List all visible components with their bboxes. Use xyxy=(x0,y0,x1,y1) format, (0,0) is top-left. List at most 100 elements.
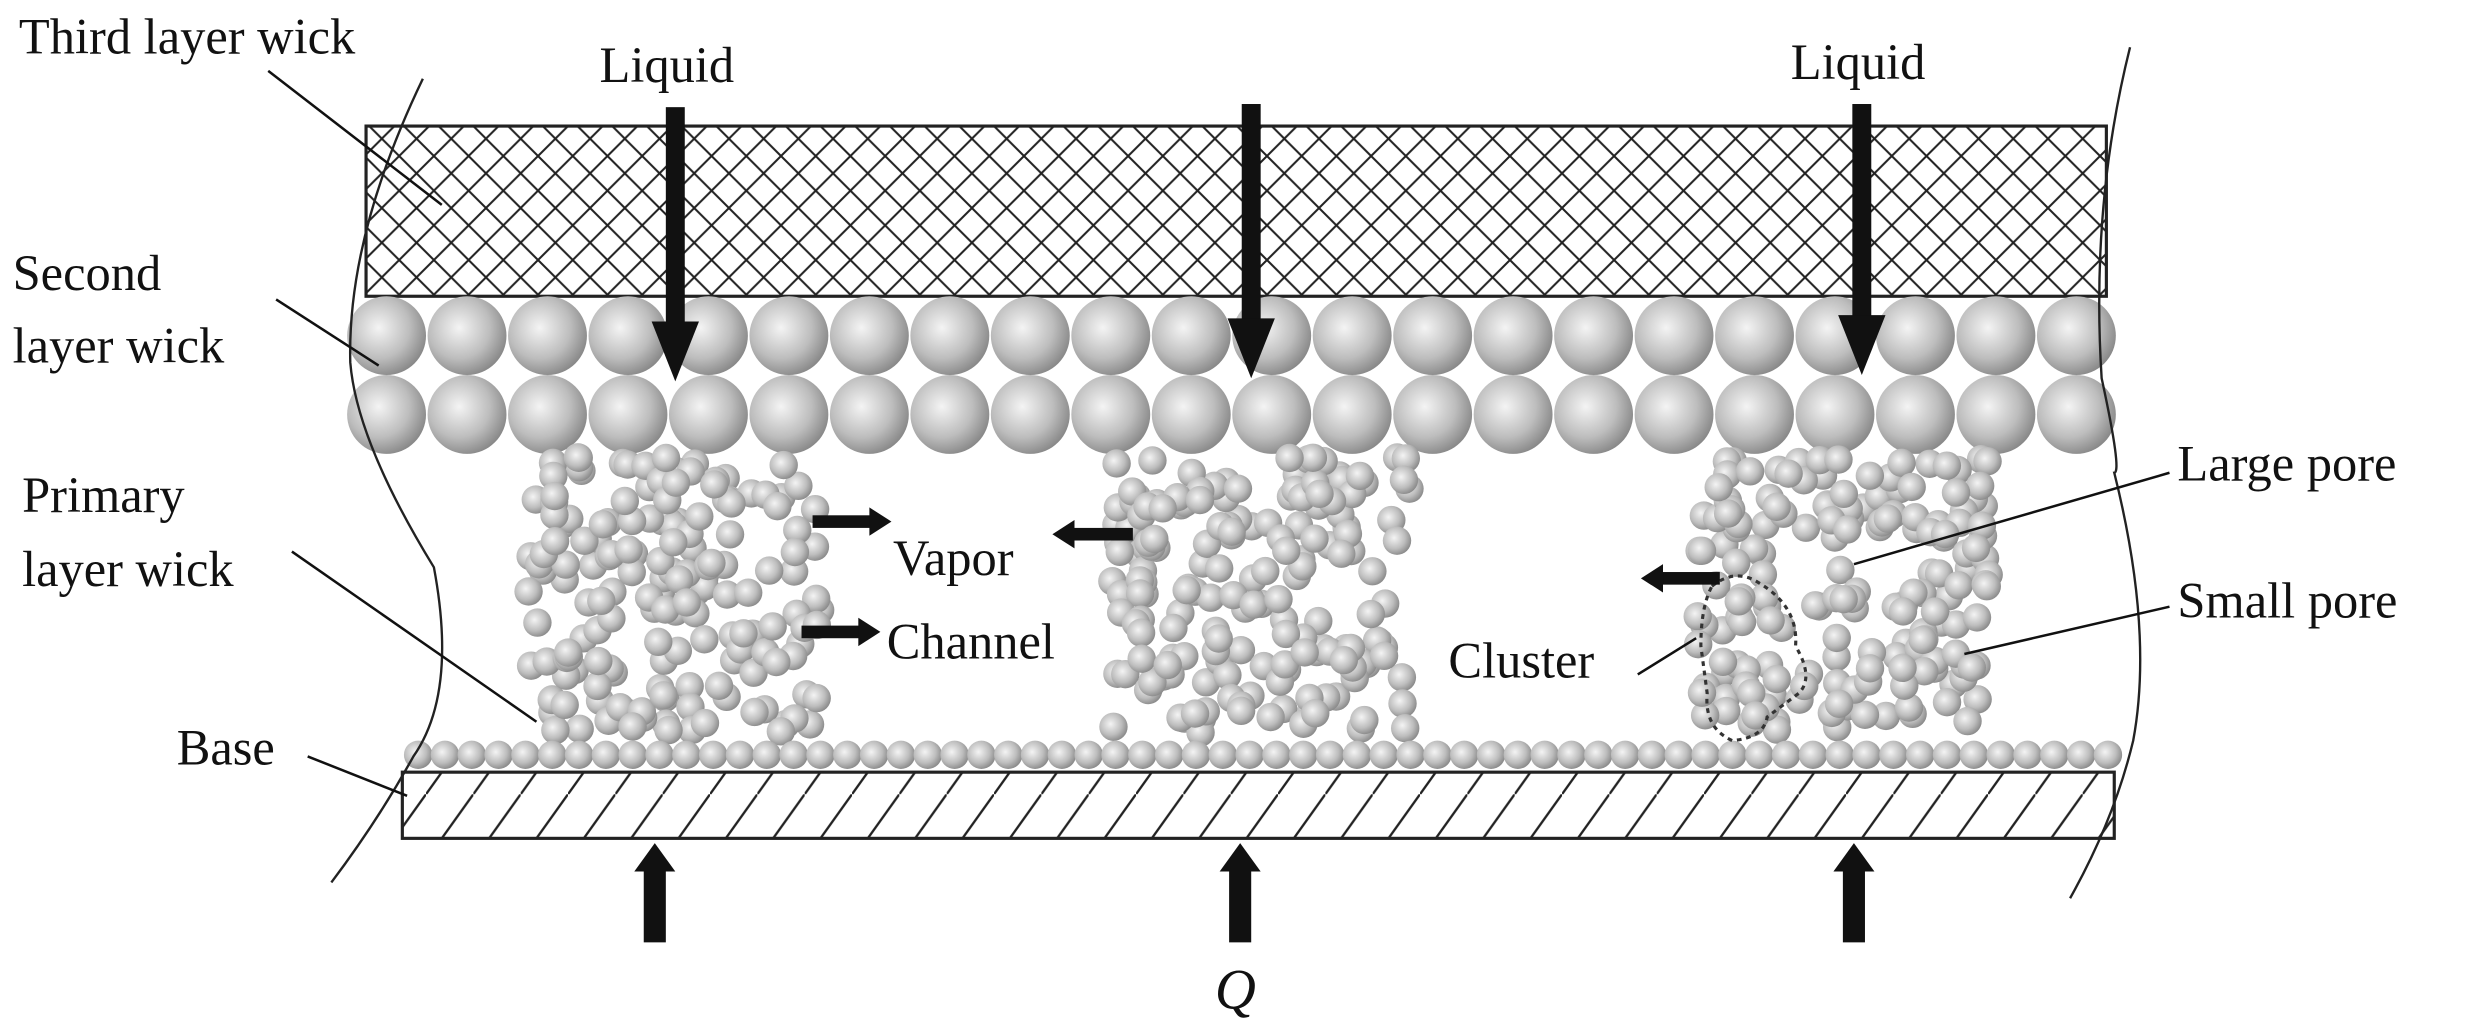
sphere xyxy=(484,740,513,770)
sphere xyxy=(1102,449,1131,478)
liquid-down-arrow xyxy=(1241,104,1261,324)
sphere xyxy=(725,740,755,770)
sphere xyxy=(1393,375,1473,454)
heat-arrowhead xyxy=(634,843,676,872)
sphere xyxy=(1704,473,1733,502)
sphere xyxy=(672,588,701,617)
sphere xyxy=(540,481,569,511)
sphere xyxy=(1172,575,1201,605)
sphere xyxy=(1358,557,1387,586)
sphere xyxy=(1530,740,1559,770)
sphere xyxy=(1213,660,1242,690)
label-liquid-right: Liquid xyxy=(1791,34,1926,90)
sphere xyxy=(1972,572,2001,601)
vapor-arrowhead xyxy=(1052,520,1075,549)
sphere xyxy=(1473,375,1553,454)
sphere xyxy=(587,586,616,616)
sphere xyxy=(886,740,916,770)
sphere xyxy=(1894,693,1924,722)
sphere xyxy=(614,535,643,564)
sphere xyxy=(588,510,618,539)
sphere xyxy=(1920,597,1950,626)
sphere xyxy=(1148,494,1177,523)
sphere xyxy=(523,608,552,637)
sphere xyxy=(754,556,784,585)
label-cluster: Cluster xyxy=(1448,633,1594,689)
sphere xyxy=(1151,296,1231,376)
vapor-arrow xyxy=(801,625,862,639)
sphere xyxy=(1232,375,1312,454)
label-liquid-left: Liquid xyxy=(600,37,735,93)
sphere xyxy=(1140,524,1169,554)
sphere xyxy=(802,683,831,713)
vapor-arrow xyxy=(812,515,873,528)
sphere xyxy=(739,658,768,687)
sphere xyxy=(1756,606,1785,635)
sphere xyxy=(1342,740,1372,770)
sphere xyxy=(1153,650,1182,680)
sphere xyxy=(664,565,694,594)
sphere xyxy=(1101,740,1130,770)
sphere xyxy=(1251,556,1280,586)
sphere xyxy=(779,740,808,770)
label-base: Base xyxy=(177,719,275,775)
heat-up-arrow xyxy=(1229,869,1252,943)
sphere xyxy=(1396,740,1425,770)
sphere xyxy=(762,647,791,677)
sphere xyxy=(1196,583,1225,612)
sphere xyxy=(1959,740,1989,770)
sphere xyxy=(833,740,862,770)
sphere xyxy=(1154,740,1184,770)
flow-arrows xyxy=(634,104,1886,943)
sphere xyxy=(1932,451,1962,480)
sphere xyxy=(1369,641,1399,671)
sphere xyxy=(553,638,583,667)
sphere xyxy=(661,468,691,497)
sphere xyxy=(729,619,758,648)
leader-lines xyxy=(267,69,2170,797)
sphere xyxy=(1825,740,1854,770)
heat-arrowhead xyxy=(1219,843,1261,872)
sphere xyxy=(659,528,688,557)
sphere xyxy=(994,740,1023,770)
sphere xyxy=(1745,740,1774,770)
sphere xyxy=(1264,584,1293,614)
sphere xyxy=(1930,519,1960,549)
sphere xyxy=(715,520,745,549)
liquid-down-arrow xyxy=(665,107,685,327)
sphere xyxy=(1791,513,1821,542)
sphere xyxy=(1762,715,1792,744)
sphere xyxy=(685,502,714,531)
label-third-layer-wick: Third layer wick xyxy=(19,9,356,65)
sphere xyxy=(1963,685,1992,714)
label-vapor: Vapor xyxy=(893,530,1014,586)
base-plate xyxy=(400,770,2116,840)
liquid-arrowhead xyxy=(651,321,699,382)
sphere xyxy=(1824,445,1853,474)
sphere xyxy=(1798,740,1828,770)
sphere xyxy=(1941,478,1971,507)
sphere xyxy=(740,697,769,727)
sphere xyxy=(1300,524,1329,553)
left-break-line xyxy=(330,78,444,884)
label-channel: Channel xyxy=(887,614,1055,670)
sphere xyxy=(1824,689,1854,718)
sphere xyxy=(690,708,720,738)
sphere xyxy=(1722,548,1751,577)
sphere xyxy=(1239,590,1268,619)
sphere xyxy=(2013,740,2042,770)
sphere xyxy=(1223,474,1253,503)
sphere xyxy=(1256,702,1285,732)
sphere xyxy=(427,375,507,454)
sphere xyxy=(1217,517,1246,546)
sphere xyxy=(1956,296,2036,376)
sphere xyxy=(783,515,812,545)
sphere xyxy=(514,577,543,606)
sphere xyxy=(1290,638,1319,667)
sphere xyxy=(591,740,621,770)
sphere xyxy=(675,671,704,701)
sphere xyxy=(2066,740,2096,770)
sphere xyxy=(700,470,729,499)
sphere xyxy=(763,491,792,521)
sphere xyxy=(551,550,580,579)
